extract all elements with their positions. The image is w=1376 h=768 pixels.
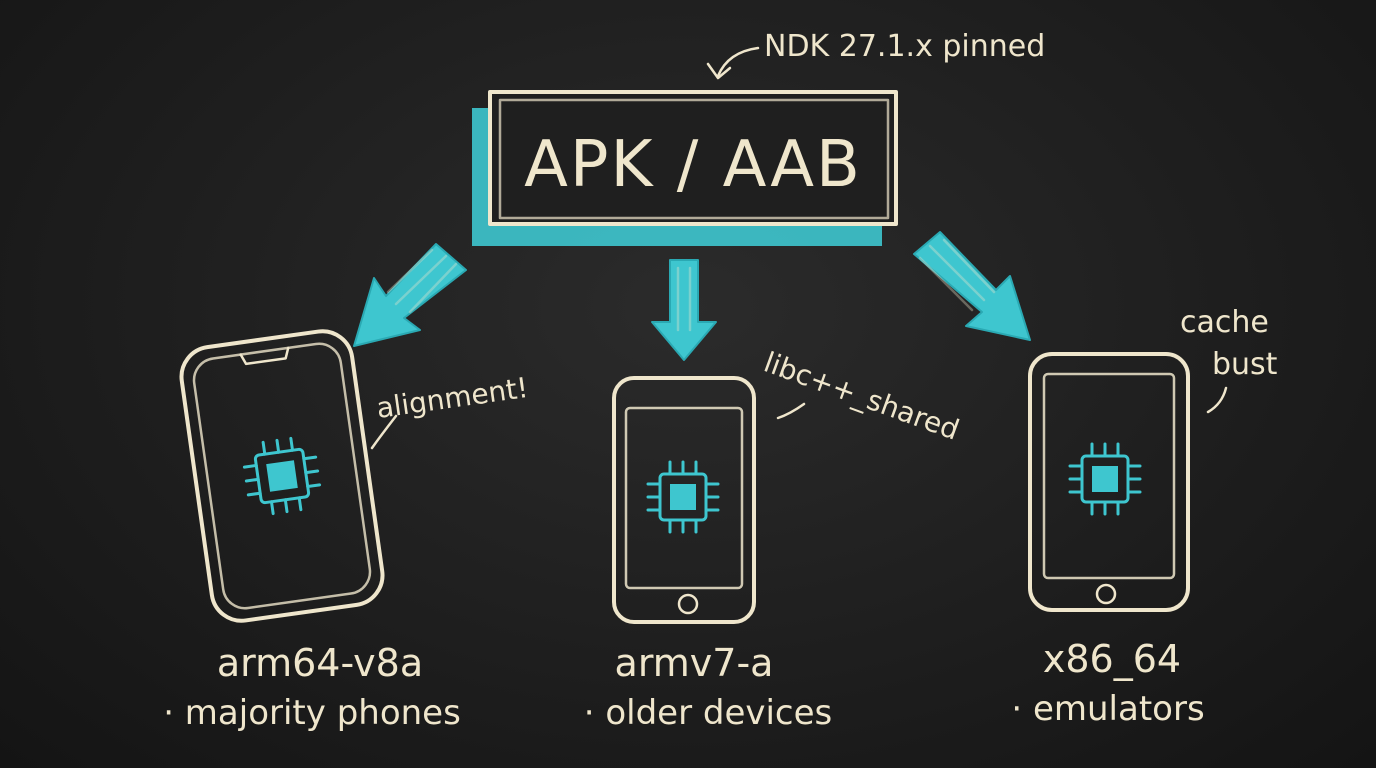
chip-icon — [1068, 442, 1142, 516]
root-node: APK / AAB — [472, 90, 898, 246]
root-title: APK / AAB — [524, 128, 862, 202]
armv7-note-text: libc++_shared — [760, 346, 964, 447]
arrow-to-armv7 — [651, 259, 717, 361]
phone-x86 — [1028, 352, 1190, 612]
phone-x86-body — [1028, 352, 1190, 612]
phone-armv7-screen — [624, 406, 744, 590]
armv7-note-stroke — [776, 402, 806, 420]
phone-armv7 — [612, 376, 756, 624]
root-box-fill — [490, 92, 896, 224]
armv7-note: libc++_shared — [760, 346, 964, 447]
root-box-outline — [488, 90, 898, 226]
phone-x86-home-button-icon — [1095, 583, 1117, 605]
root-box-inner-outline — [498, 98, 890, 220]
armv7-description: · older devices — [584, 693, 833, 733]
chip-icon — [646, 460, 720, 534]
arm64-abi-label: arm64-v8a — [217, 641, 423, 685]
ndk-note: NDK 27.1.x pinned — [706, 29, 1045, 80]
arm64-note-text: alignment! — [374, 371, 530, 425]
x86-note: cache bust — [1180, 305, 1278, 414]
x86-abi-label: x86_64 — [1043, 637, 1181, 681]
phone-armv7-body — [612, 376, 756, 624]
arrow-down-icon — [651, 259, 717, 361]
phone-armv7-home-button-icon — [677, 593, 699, 615]
phone-arm64-body — [179, 329, 385, 623]
armv7-abi-label: armv7-a — [615, 641, 774, 685]
arm64-note-stroke — [370, 414, 398, 450]
x86-note-stroke — [1206, 386, 1228, 414]
ndk-note-arrow-icon — [716, 46, 760, 78]
chip-icon — [242, 436, 322, 516]
arm64-note: alignment! — [370, 371, 530, 450]
arrow-to-x86 — [913, 231, 1031, 341]
phone-arm64-notch — [239, 346, 290, 366]
ndk-note-text: NDK 27.1.x pinned — [764, 29, 1045, 64]
arrow-to-arm64 — [353, 243, 467, 347]
arrow-left-icon — [353, 243, 467, 347]
x86-description: · emulators — [1011, 689, 1204, 729]
ndk-note-arrowhead-icon — [706, 62, 732, 80]
phone-x86-screen — [1042, 372, 1176, 580]
phone-arm64 — [179, 329, 385, 623]
x86-note-line2: bust — [1212, 347, 1278, 382]
arrow-right-icon — [913, 231, 1031, 341]
phone-arm64-screen — [192, 342, 372, 610]
arm64-description: · majority phones — [163, 693, 461, 733]
x86-note-line1: cache — [1180, 305, 1269, 340]
